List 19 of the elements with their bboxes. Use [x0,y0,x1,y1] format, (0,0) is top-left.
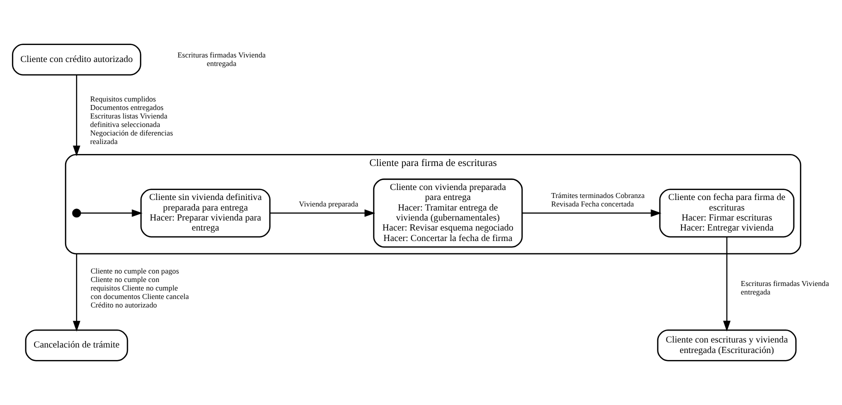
edge-label: Cliente no cumple con pagos Cliente no cumple con requisitos Cliente no cumple con documentos Cliente cancela Crédito no autorizado [90,266,189,310]
edge-label: Escrituras firmadas Vivienda entregada [740,279,829,297]
node-box: Cliente sin vivienda definitiva preparada para entrega Hacer: Preparar vivienda para entrega [140,188,271,238]
arrow [80,209,142,217]
label: Escrituras firmadas Vivienda entregada [177,50,266,68]
edge-label: Vivienda preparada [298,199,358,208]
node-circle [72,208,82,218]
arrow [72,75,80,156]
arrow [270,209,376,217]
node-box: Cancelación de trámite [25,329,128,362]
arrow [723,236,731,332]
node-box: Cliente con escrituras y vivienda entregada (Escrituración) [657,329,797,362]
edge-label: Requisitos cumplidos Documentos entregados Escrituras listas Vivienda definitiva seleccionada Negociación de diferencias realizada [90,94,173,146]
node-box: Cliente con crédito autorizado [12,44,142,76]
node-box: Cliente con fecha para firma de escrituras Hacer: Firmar escrituras Hacer: Entregar vivienda [659,188,794,238]
arrow [522,209,662,217]
arrow [72,254,80,332]
node-box: Cliente con vivienda preparada para entrega Hacer: Tramitar entrega de vivienda (gubernamentales) Hacer: Revisar esquema negociado Hacer: Concertar la fecha de firma [373,178,523,248]
edge-label: Trámites terminados Cobranza Revisada Fecha concertada [551,191,645,208]
